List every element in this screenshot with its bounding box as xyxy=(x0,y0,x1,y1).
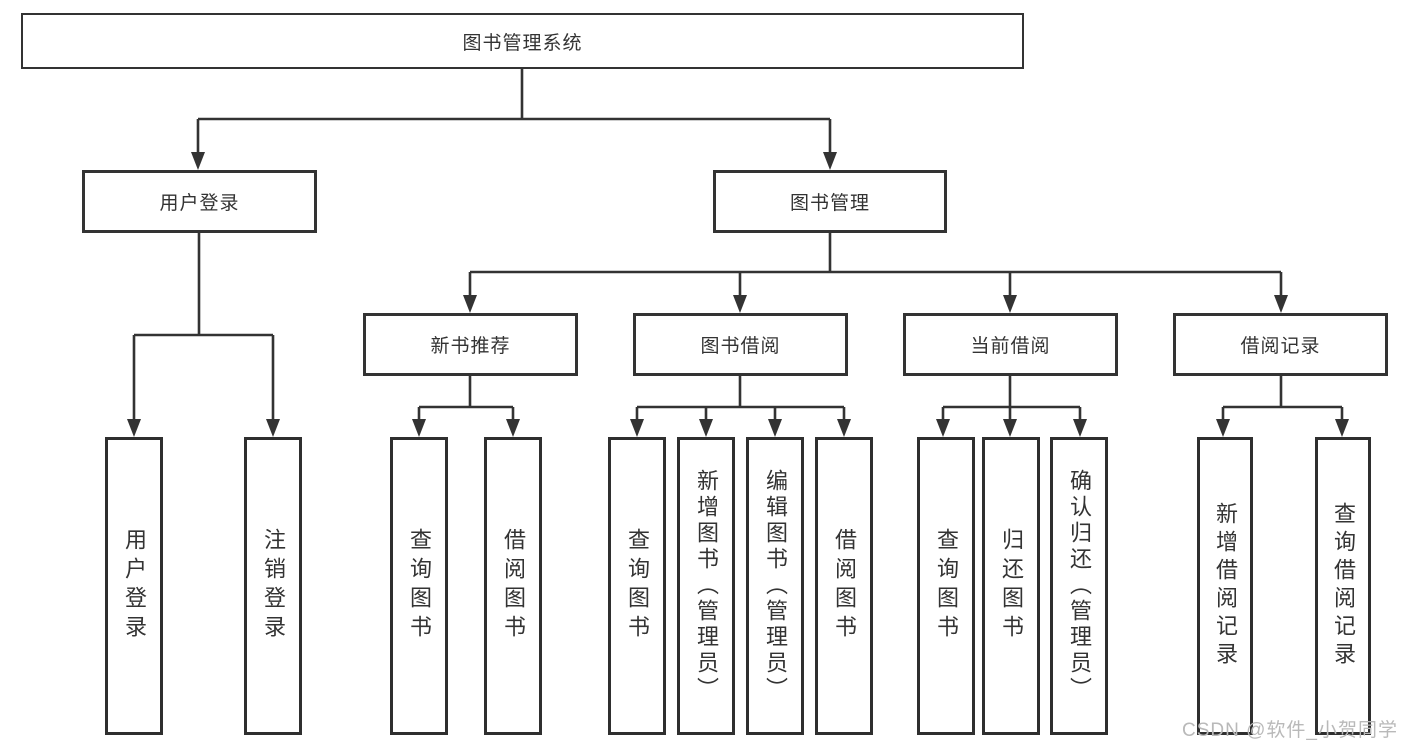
node-borrow-records: 借阅记录 xyxy=(1173,313,1388,376)
leaf-query-borrow-record: 查询借阅记录 xyxy=(1315,437,1371,735)
leaf-edit-book-admin: 编辑图书（管理员） xyxy=(746,437,804,735)
connector-borrow-records xyxy=(1221,376,1344,420)
node-current-borrow: 当前借阅 xyxy=(903,313,1118,376)
leaf-query-book-borrow: 查询图书 xyxy=(608,437,666,735)
leaf-borrow-book: 借阅图书 xyxy=(815,437,873,735)
node-new-book-recommend: 新书推荐 xyxy=(363,313,578,376)
leaf-add-book-admin: 新增图书（管理员） xyxy=(677,437,735,735)
arrowheads xyxy=(127,152,1349,437)
node-user-login: 用户登录 xyxy=(82,170,317,233)
node-root: 图书管理系统 xyxy=(21,13,1024,69)
connector-current-borrow xyxy=(941,376,1082,420)
node-book-borrow: 图书借阅 xyxy=(633,313,848,376)
leaf-logout: 注销登录 xyxy=(244,437,302,735)
leaf-return-book: 归还图书 xyxy=(982,437,1040,735)
node-book-management: 图书管理 xyxy=(713,170,947,233)
connector-user-login xyxy=(132,233,275,420)
connector-root xyxy=(196,69,832,153)
connector-new-book-recommend xyxy=(417,376,515,420)
leaf-add-borrow-record: 新增借阅记录 xyxy=(1197,437,1253,735)
csdn-watermark: CSDN @软件_小贺同学 xyxy=(1182,720,1398,741)
leaf-query-book-current: 查询图书 xyxy=(917,437,975,735)
connector-book-borrow xyxy=(635,376,846,420)
leaf-user-login: 用户登录 xyxy=(105,437,163,735)
leaf-borrow-book-recommend: 借阅图书 xyxy=(484,437,542,735)
leaf-query-book-recommend: 查询图书 xyxy=(390,437,448,735)
connector-book-management xyxy=(468,233,1283,296)
leaf-confirm-return-admin: 确认归还（管理员） xyxy=(1050,437,1108,735)
